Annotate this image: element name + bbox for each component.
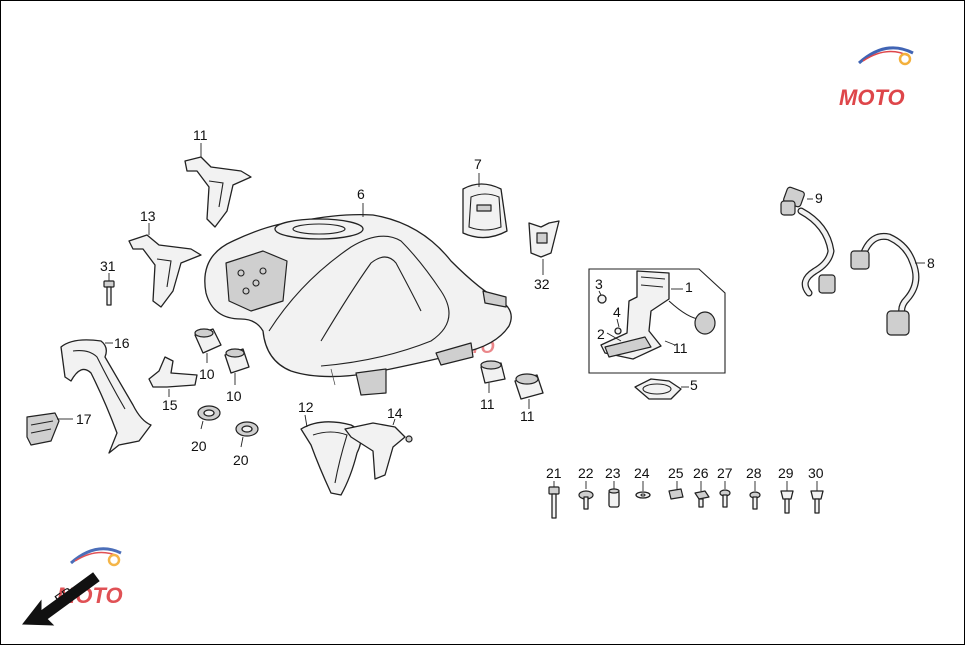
callout-9: 9 xyxy=(815,190,823,206)
callout-3: 3 xyxy=(595,276,603,292)
part-19-cover: 17 xyxy=(26,411,92,446)
part-18-frame-bracket: 16 xyxy=(60,335,152,454)
callout-6: 6 xyxy=(357,186,365,202)
callout-29: 29 xyxy=(778,465,794,481)
part-23-collar: 23 xyxy=(605,465,621,508)
callout-10-b: 10 xyxy=(226,388,242,404)
part-24-washer: 24 xyxy=(634,465,651,499)
callout-2: 2 xyxy=(597,326,605,342)
callout-4: 4 xyxy=(613,304,621,320)
part-25-clip: 25 xyxy=(668,465,684,500)
watermark-logo-top: MOTO xyxy=(839,46,914,110)
part-11-rubber-mount-b: 11 xyxy=(514,373,544,424)
callout-5: 5 xyxy=(690,377,698,393)
callout-20-b: 20 xyxy=(233,452,249,468)
callout-8: 8 xyxy=(927,255,935,271)
part-32-bracket: 32 xyxy=(528,220,560,292)
part-8-fuel-hose: 8 xyxy=(850,232,935,336)
part-20-grommet-b: 20 xyxy=(233,421,259,468)
callout-27: 27 xyxy=(717,465,733,481)
callout-25: 25 xyxy=(668,465,684,481)
callout-31: 31 xyxy=(100,258,116,274)
callout-15: 13 xyxy=(140,208,156,224)
part-9-fuel-hose: 9 xyxy=(780,186,836,297)
part-6-fuel-tank: 6 xyxy=(204,186,512,396)
callout-20-a: 20 xyxy=(191,438,207,454)
callout-28: 28 xyxy=(746,465,762,481)
part-27-screw: 27 xyxy=(717,465,733,508)
callout-26: 26 xyxy=(693,465,709,481)
part-10-rubber-mount-b: 10 xyxy=(224,348,250,404)
part-28-screw: 28 xyxy=(746,465,762,510)
callout-32: 32 xyxy=(534,276,550,292)
fuel-pump-assembly: 1 2 3 4 11 xyxy=(588,268,726,374)
part-7-fuel-cap: 7 xyxy=(462,156,508,239)
part-29-bolt: 29 xyxy=(778,465,794,514)
part-31-bolt: 31 xyxy=(100,258,116,306)
callout-19: 17 xyxy=(76,411,92,427)
callout-11-b: 11 xyxy=(520,408,535,424)
callout-12: 11 xyxy=(673,340,688,356)
part-21-bolt: 21 xyxy=(546,465,562,519)
callout-7: 7 xyxy=(474,156,482,172)
part-13-bracket: 11 xyxy=(184,127,252,228)
part-10-rubber-mount-a: 10 xyxy=(194,328,222,382)
callout-11-a: 11 xyxy=(480,396,495,412)
part-17-clip: 15 xyxy=(148,356,198,413)
part-14-side-cover: 12 xyxy=(298,399,362,496)
part-22-bolt: 22 xyxy=(578,465,594,510)
part-11-rubber-mount-a: 11 xyxy=(480,360,506,412)
part-5-gasket: 5 xyxy=(634,377,698,400)
callout-14: 12 xyxy=(298,399,314,415)
callout-24: 24 xyxy=(634,465,650,481)
callout-23: 23 xyxy=(605,465,621,481)
callout-18: 16 xyxy=(114,335,130,351)
part-15-bracket: 13 xyxy=(128,208,202,308)
callout-16: 14 xyxy=(387,405,403,421)
callout-30: 30 xyxy=(808,465,824,481)
part-30-bolt: 30 xyxy=(808,465,824,514)
part-20-grommet-a: 20 xyxy=(191,405,221,454)
callout-21: 21 xyxy=(546,465,562,481)
callout-13: 11 xyxy=(193,127,208,143)
part-16-side-cover: 14 xyxy=(344,405,413,480)
callout-10-a: 10 xyxy=(199,366,215,382)
part-26-screw: 26 xyxy=(693,465,710,508)
watermark-text-top: MOTO xyxy=(839,85,905,110)
callout-22: 22 xyxy=(578,465,594,481)
callout-1: 1 xyxy=(685,279,693,295)
callout-17: 15 xyxy=(162,397,178,413)
